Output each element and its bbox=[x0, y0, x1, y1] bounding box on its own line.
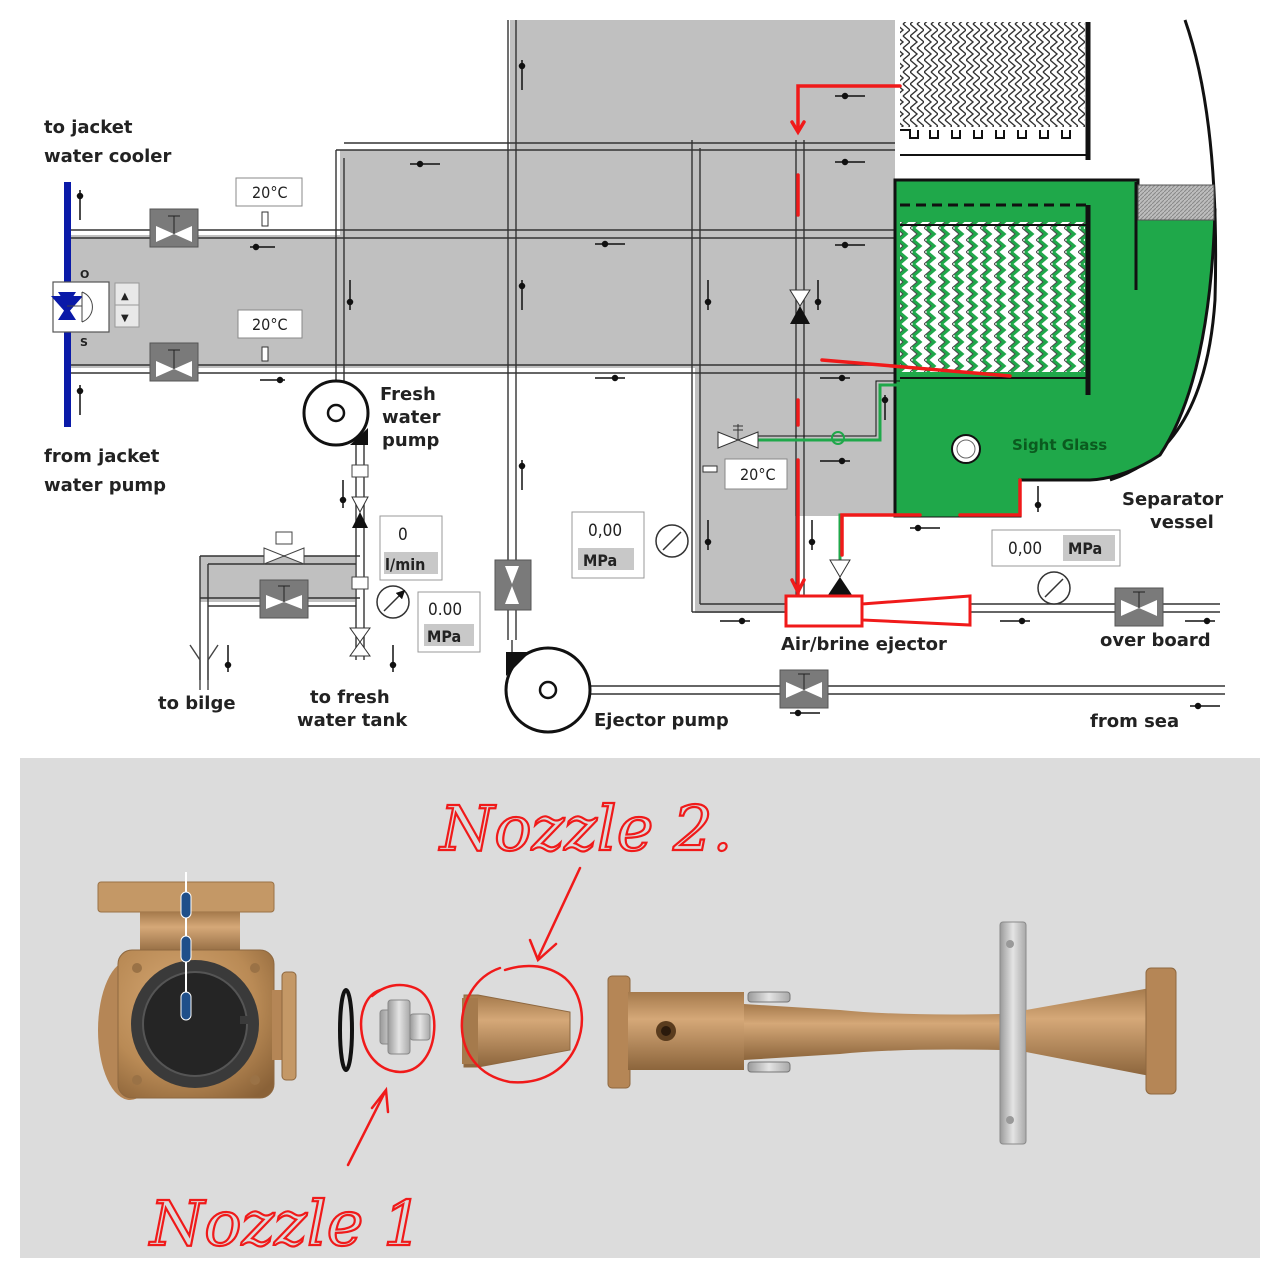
nozzle-1-circle bbox=[359, 983, 436, 1074]
label-to-jacket-cooler-2: water cooler bbox=[44, 146, 172, 167]
red-flow-annotations bbox=[790, 84, 1022, 597]
air-vent-valve[interactable] bbox=[717, 424, 759, 449]
label-from-sea: from sea bbox=[1090, 711, 1179, 732]
fresh-water-tank-valve[interactable] bbox=[349, 627, 371, 657]
label-air-brine-ejector: Air/brine ejector bbox=[781, 634, 947, 655]
nozzle-1-arrow bbox=[346, 1086, 390, 1167]
o-ring bbox=[338, 988, 354, 1072]
gate-valve-lower[interactable] bbox=[149, 342, 199, 382]
label-from-jacket-pump-1: from jacket bbox=[44, 446, 160, 467]
bypass-valve[interactable] bbox=[263, 531, 305, 565]
label-over-board: over board bbox=[1100, 630, 1211, 651]
nozzle-1-label: Nozzle 1 bbox=[148, 1187, 423, 1260]
svg-text:MPa: MPa bbox=[427, 627, 461, 646]
nozzle-1-part[interactable] bbox=[379, 999, 431, 1055]
label-to-bilge: to bilge bbox=[158, 693, 236, 714]
pressure-gauge-ejector bbox=[655, 524, 689, 558]
nozzle-2-arrow bbox=[528, 866, 582, 963]
pressure-gauge-fresh-water bbox=[376, 585, 410, 619]
flow-readout: 0 l/min bbox=[379, 515, 443, 581]
label-fresh-water-pump-3: pump bbox=[382, 430, 439, 451]
label-ejector-pump: Ejector pump bbox=[594, 710, 729, 731]
gate-valve-sea-inlet[interactable] bbox=[779, 669, 829, 709]
label-separator-vessel-1: Separator bbox=[1122, 489, 1223, 510]
nozzle-2-circle bbox=[460, 964, 584, 1084]
valve-stepper[interactable]: ▲ ▼ bbox=[114, 282, 140, 328]
pipes bbox=[70, 20, 1225, 695]
svg-text:MPa: MPa bbox=[583, 551, 617, 570]
separator-vessel bbox=[893, 19, 1218, 518]
temp-readout-top: 20°C bbox=[235, 177, 303, 207]
ejector-parts-photo: Nozzle 1 Nozzle 2. bbox=[20, 758, 1260, 1261]
label-to-fresh-water-tank-1: to fresh bbox=[310, 687, 390, 708]
condenser-line-valve[interactable] bbox=[789, 289, 811, 324]
schematic-panel: O S ▲ ▼ bbox=[20, 19, 1260, 740]
ejector-body bbox=[607, 921, 1177, 1145]
svg-text:0,00: 0,00 bbox=[1008, 539, 1042, 559]
sight-glass-icon bbox=[951, 434, 981, 464]
svg-text:l/min: l/min bbox=[385, 555, 425, 574]
jacket-control-valve[interactable] bbox=[51, 281, 110, 333]
svg-text:0,00: 0,00 bbox=[588, 521, 622, 541]
thermometer-top bbox=[261, 211, 269, 227]
gate-valve-upper[interactable] bbox=[149, 208, 199, 248]
temp-readout-bottom: 20°C bbox=[237, 309, 303, 339]
svg-text:20°C: 20°C bbox=[740, 465, 776, 484]
valve-shut-marker: S bbox=[80, 336, 88, 349]
fw-fitting-upper bbox=[351, 464, 369, 478]
ejector-pump-icon[interactable] bbox=[504, 646, 592, 734]
bilge-drain-icon bbox=[189, 644, 219, 690]
thermometer-bottom bbox=[261, 346, 269, 362]
fresh-water-check-valve[interactable] bbox=[351, 496, 369, 528]
evaporator-coil bbox=[900, 222, 1085, 372]
svg-text:20°C: 20°C bbox=[252, 315, 288, 334]
label-to-jacket-cooler-1: to jacket bbox=[44, 117, 133, 138]
svg-text:0.00: 0.00 bbox=[428, 600, 462, 620]
fw-fitting-lower bbox=[351, 576, 369, 590]
ejector-check-valve[interactable] bbox=[828, 559, 852, 595]
svg-text:0: 0 bbox=[398, 525, 408, 545]
label-sight-glass: Sight Glass bbox=[1012, 436, 1107, 454]
overboard-pressure-readout: 0,00 MPa bbox=[991, 529, 1121, 567]
valve-open-marker: O bbox=[80, 268, 89, 281]
vessel-partition bbox=[1137, 184, 1215, 221]
label-fresh-water-pump-2: water bbox=[382, 407, 441, 428]
air-brine-ejector[interactable] bbox=[784, 594, 972, 628]
svg-text:MPa: MPa bbox=[1068, 539, 1102, 558]
nozzle-2-label: Nozzle 2. bbox=[438, 792, 732, 865]
label-separator-vessel-2: vessel bbox=[1150, 512, 1214, 533]
fresh-water-pressure-readout: 0.00 MPa bbox=[417, 591, 481, 653]
fresh-water-pump-icon[interactable] bbox=[302, 379, 370, 447]
ejector-pressure-readout: 0,00 MPa bbox=[571, 511, 645, 579]
label-to-fresh-water-tank-2: water tank bbox=[297, 710, 408, 731]
stepper-up-button[interactable]: ▲ bbox=[121, 291, 129, 302]
pressure-gauge-overboard bbox=[1037, 571, 1071, 605]
flow-arrows bbox=[76, 60, 1220, 717]
gate-valve-ejector-suction[interactable] bbox=[494, 559, 532, 611]
label-from-jacket-pump-2: water pump bbox=[44, 475, 166, 496]
svg-text:20°C: 20°C bbox=[252, 183, 288, 202]
label-fresh-water-pump-1: Fresh bbox=[380, 384, 436, 405]
demister-coil bbox=[900, 22, 1085, 127]
photo-annotations bbox=[346, 866, 584, 1167]
gate-valve-overboard[interactable] bbox=[1114, 587, 1164, 627]
pump-casing bbox=[97, 872, 297, 1100]
brine-fitting bbox=[831, 431, 845, 445]
gate-valve-bilge[interactable] bbox=[259, 579, 309, 619]
thermometer-condenser bbox=[702, 465, 718, 473]
stepper-down-button[interactable]: ▼ bbox=[121, 313, 129, 324]
temp-readout-condenser: 20°C bbox=[724, 458, 788, 490]
